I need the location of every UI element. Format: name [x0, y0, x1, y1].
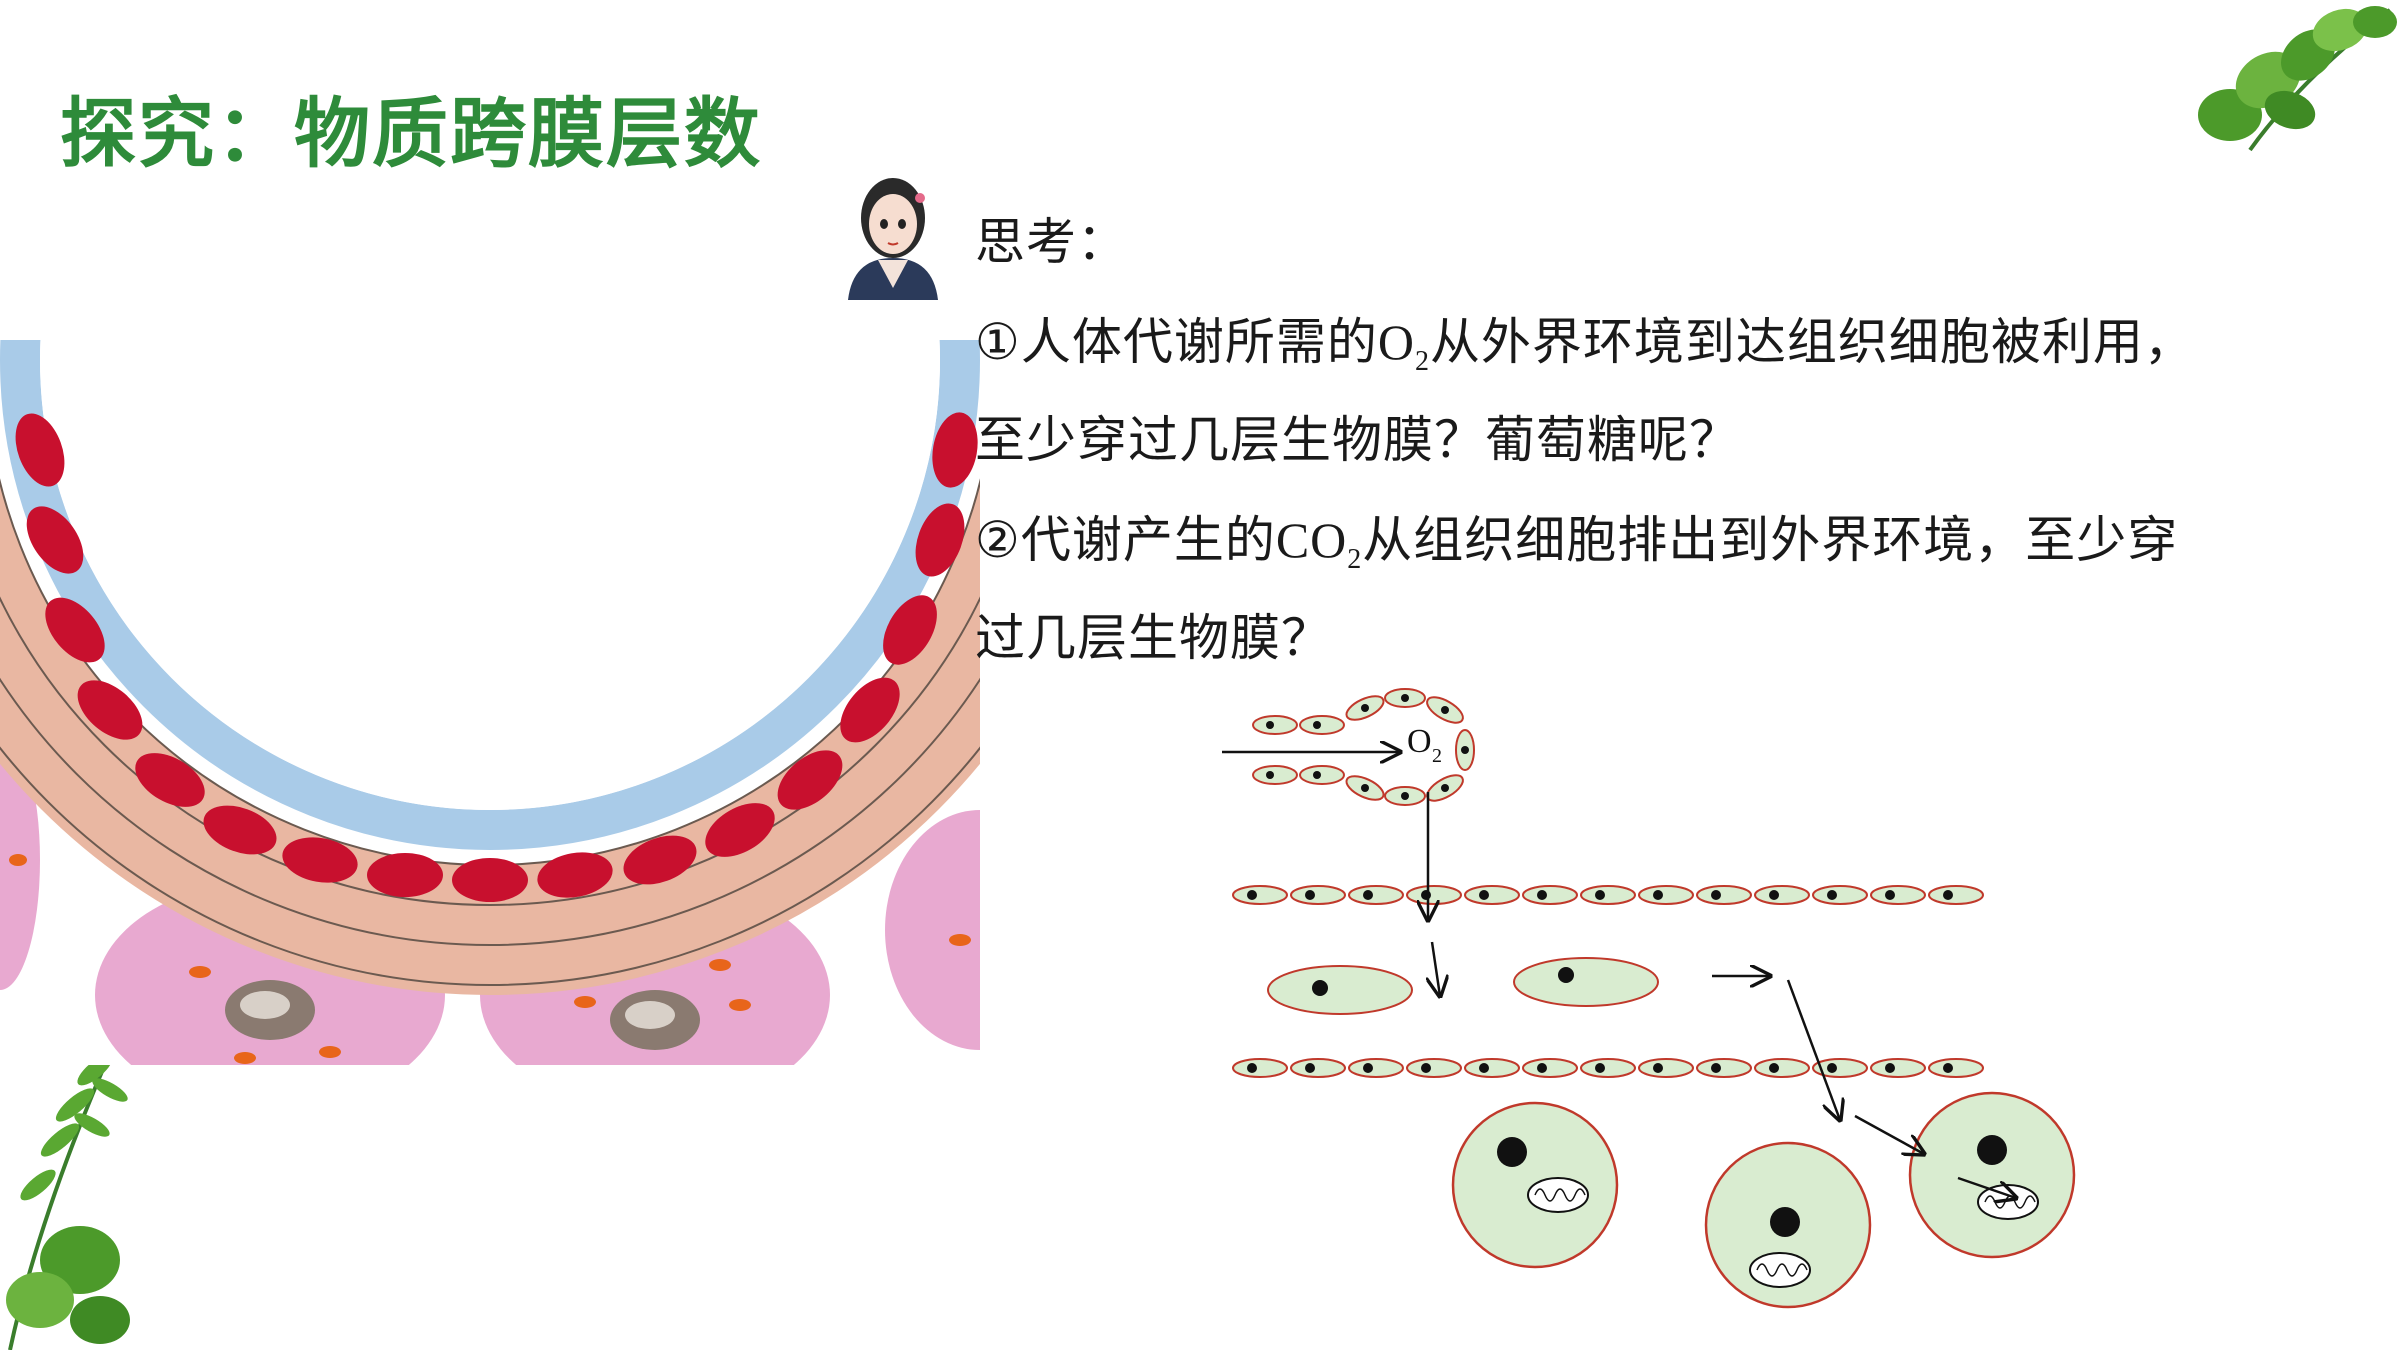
o2-label-subscript: 2 — [1432, 745, 1442, 767]
q1-molecule: O — [1377, 314, 1415, 370]
capillary-illustration — [0, 340, 980, 1065]
question-1-line-1: ①人体代谢所需的O2从外界环境到达组织细胞被利用， — [975, 302, 2195, 378]
q1-suffix: 从外界环境到达组织细胞被利用， — [1429, 313, 2195, 371]
think-label: 思考： — [975, 213, 1128, 271]
red-blood-cells — [1267, 957, 1659, 1015]
q1-subscript: 2 — [1414, 346, 1430, 377]
o2-label: O — [1407, 723, 1432, 760]
capillary-wall-bottom — [1232, 1058, 1984, 1078]
fern-decoration-icon — [6, 1029, 130, 1350]
q2-molecule: CO — [1275, 512, 1348, 568]
q2-subscript: 2 — [1347, 544, 1363, 575]
question-2-line-2: 过几层生物膜？ — [975, 609, 1332, 667]
question-2-line-1: ②代谢产生的CO2从组织细胞排出到外界环境，至少穿 — [975, 500, 2178, 576]
q1-prefix: ①人体代谢所需的 — [975, 313, 1378, 371]
capillary-wall-top — [1232, 885, 1984, 905]
q2-prefix: ②代谢产生的 — [975, 511, 1276, 569]
slide-title: 探究：物质跨膜层数 — [60, 89, 762, 178]
leaf-decoration-icon — [2198, 6, 2397, 152]
girl-avatar-icon — [848, 178, 938, 300]
o2-path-diagram: O 2 — [1222, 688, 2076, 1309]
q2-suffix: 从组织细胞排出到外界环境，至少穿 — [1362, 511, 2179, 569]
question-1-line-2: 至少穿过几层生物膜？葡萄糖呢？ — [975, 411, 1740, 469]
